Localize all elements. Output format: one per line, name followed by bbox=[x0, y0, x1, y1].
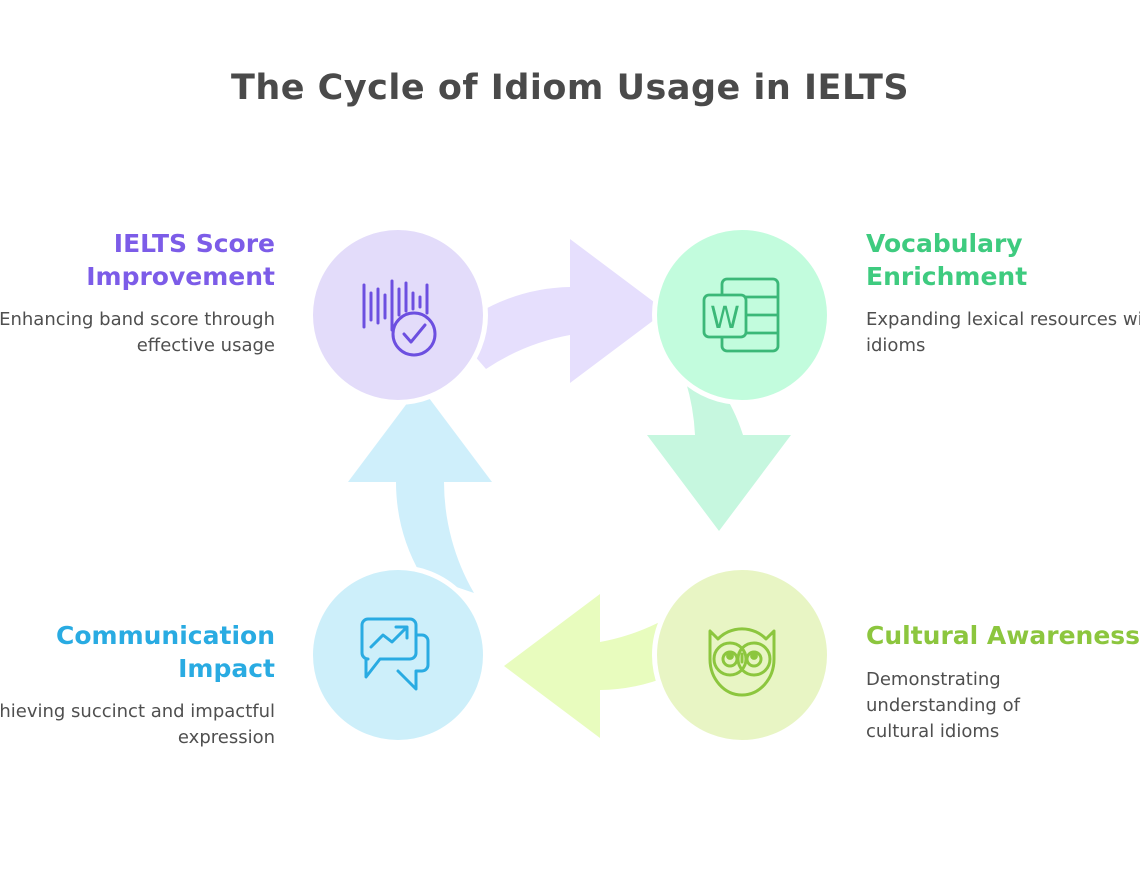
label-title-ielts: IELTS Score Improvement bbox=[86, 229, 275, 291]
label-vocabulary-enrichment: Vocabulary Enrichment Expanding lexical … bbox=[866, 228, 1140, 359]
waveform-check-icon bbox=[362, 279, 437, 357]
word-document-table-icon: W bbox=[702, 277, 780, 353]
node-cultural-awareness[interactable] bbox=[652, 565, 832, 745]
label-title-cultural: Cultural Awareness bbox=[866, 621, 1140, 650]
label-title-vocab: Vocabulary Enrichment bbox=[866, 229, 1028, 291]
label-desc-vocab: Expanding lexical resources with idioms bbox=[866, 309, 1140, 357]
node-vocabulary-enrichment[interactable]: W bbox=[652, 225, 832, 405]
svg-text:W: W bbox=[710, 301, 740, 336]
node-communication-impact[interactable] bbox=[308, 565, 488, 745]
label-title-communication: Communication Impact bbox=[56, 621, 275, 683]
arrow-left bbox=[348, 386, 492, 593]
label-cultural-awareness: Cultural Awareness Demonstrating underst… bbox=[866, 620, 1140, 745]
node-ielts-score-improvement[interactable] bbox=[308, 225, 488, 405]
label-communication-impact: Communication Impact Achieving succinct … bbox=[0, 620, 275, 751]
arrow-top bbox=[453, 239, 666, 383]
owl-icon bbox=[708, 627, 776, 697]
label-desc-communication: Achieving succinct and impactful express… bbox=[0, 701, 275, 749]
page-title: The Cycle of Idiom Usage in IELTS bbox=[230, 68, 910, 108]
chat-bubbles-trend-icon bbox=[360, 617, 430, 691]
label-ielts-score-improvement: IELTS Score Improvement Enhancing band s… bbox=[0, 228, 275, 359]
label-desc-cultural: Demonstrating understanding of cultural … bbox=[866, 668, 1020, 742]
label-desc-ielts: Enhancing band score through effective u… bbox=[0, 309, 275, 357]
